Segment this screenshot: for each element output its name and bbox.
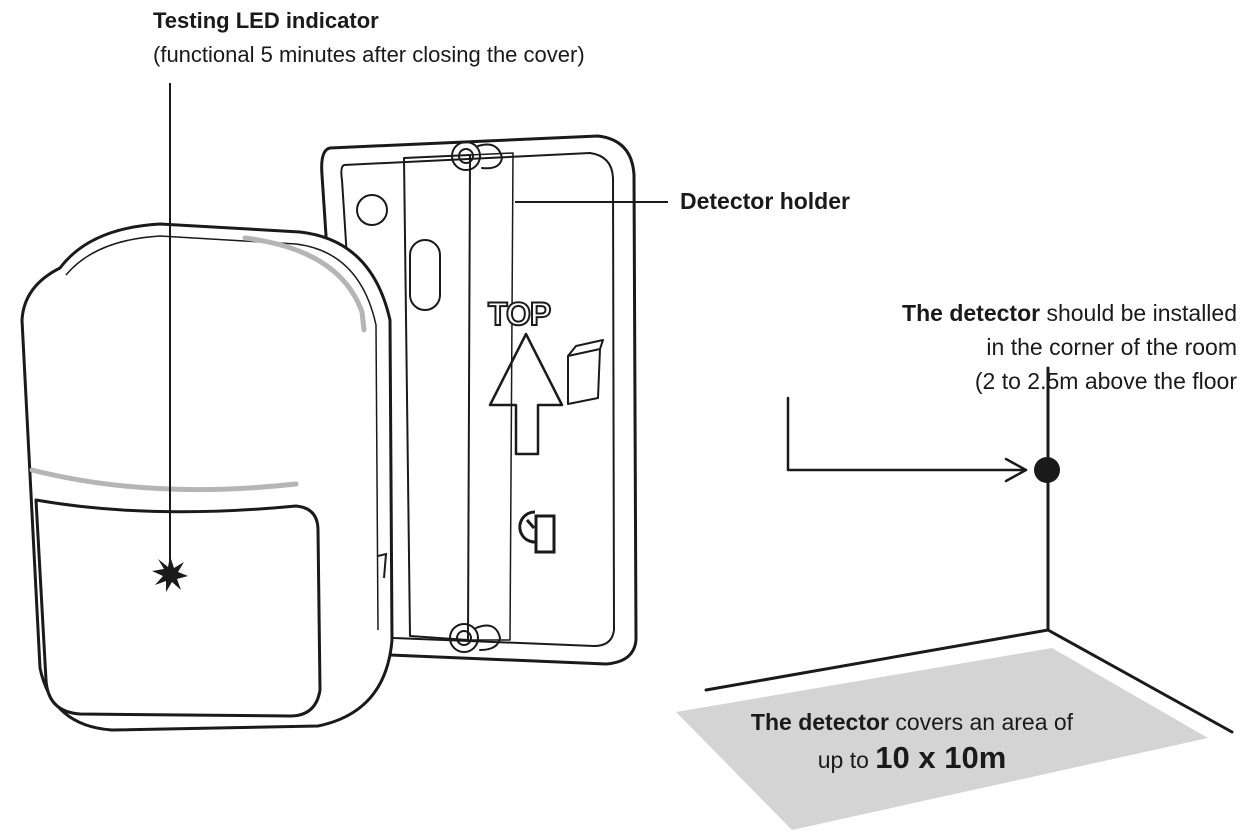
cover-highlight-lower xyxy=(29,467,299,493)
coverage-size: 10 x 10m xyxy=(875,740,1007,775)
install-line-2: in the corner of the room xyxy=(986,334,1237,360)
detector-holder-label: Detector holder xyxy=(680,188,850,214)
tamper-switch-icon xyxy=(518,510,556,554)
install-line-1-rest: should be installed xyxy=(1040,300,1237,326)
led-star-icon xyxy=(152,556,188,592)
coverage-area xyxy=(676,648,1208,830)
install-instructions: The detector should be installed in the … xyxy=(902,296,1237,398)
coverage-line-1-rest: covers an area of xyxy=(888,709,1074,735)
lens-window xyxy=(34,498,322,718)
install-emphasis: The detector xyxy=(902,300,1041,326)
detector-position-dot xyxy=(1034,457,1060,483)
install-line-3: (2 to 2.5m above the floor xyxy=(974,368,1237,394)
room-corner xyxy=(704,366,1234,734)
top-mark: TOP xyxy=(487,295,552,333)
coverage-emphasis: The detector xyxy=(750,709,889,735)
detector-body xyxy=(20,222,394,732)
install-pointer-arrow xyxy=(786,396,1028,483)
coverage-prefix: up to xyxy=(817,747,876,773)
led-indicator-title: Testing LED indicator xyxy=(153,8,379,33)
coverage-caption: The detector covers an area of up to 10 … xyxy=(702,704,1122,778)
cover-highlight xyxy=(242,235,367,333)
detector-holder xyxy=(320,134,638,666)
up-arrow-icon xyxy=(488,332,564,456)
led-indicator-note: (functional 5 minutes after closing the … xyxy=(153,42,585,67)
